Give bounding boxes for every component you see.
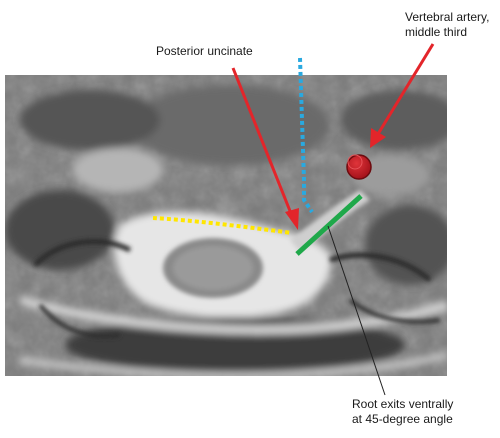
green-line — [295, 194, 363, 256]
vertebral-artery-text-line1: Vertebral artery, — [405, 10, 490, 24]
blue-dotted-line — [298, 57, 314, 214]
posterior-uncinate-label: Posterior uncinate — [156, 44, 253, 59]
vertebral-artery-text-line2: middle third — [405, 25, 468, 39]
yellow-dotted-line — [152, 216, 293, 235]
root-exit-text-line2: at 45-degree angle — [352, 412, 453, 426]
root-exit-text-line1: Root exits ventrally — [352, 397, 454, 411]
vertebral-artery-circle — [346, 154, 372, 180]
arrow-vertebral-artery — [370, 43, 435, 148]
posterior-uncinate-text: Posterior uncinate — [156, 44, 253, 58]
vertebral-artery-highlight — [347, 154, 363, 170]
vertebral-artery-label: Vertebral artery, middle third — [405, 10, 489, 40]
leader-line-root-exit — [327, 225, 386, 396]
root-exit-label: Root exits ventrally at 45-degree angle — [352, 397, 453, 427]
arrow-posterior-uncinate — [231, 67, 299, 230]
